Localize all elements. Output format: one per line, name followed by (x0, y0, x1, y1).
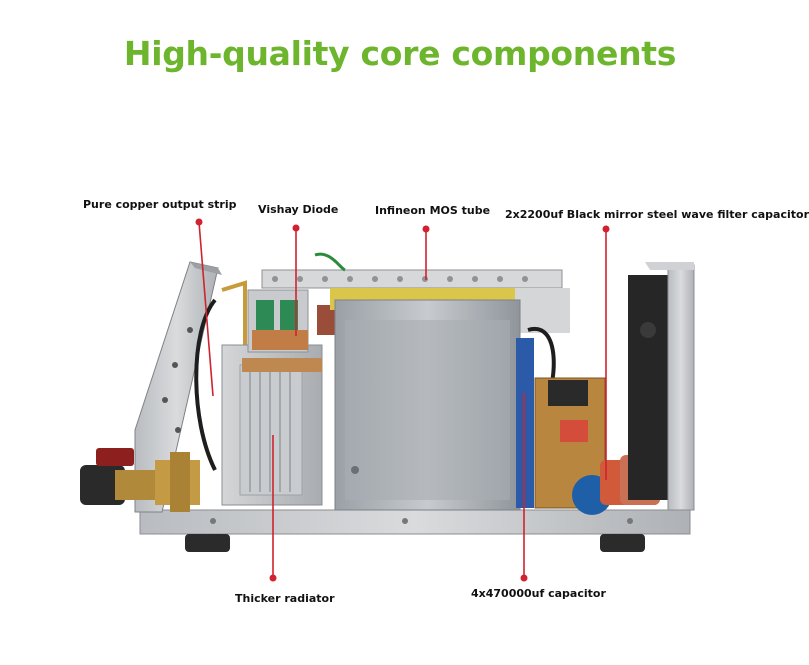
page-title: High-quality core components (123, 34, 677, 73)
label-radiator: Thicker radiator (235, 592, 335, 605)
label-capacitor-470000: 4x470000uf capacitor (471, 587, 606, 600)
rear-panel (645, 262, 695, 511)
callout-dot-radiator (269, 574, 277, 582)
transformer (334, 299, 521, 511)
callout-line-copper (198, 221, 214, 397)
front-panel (134, 261, 222, 513)
heatsink (221, 344, 323, 506)
callout-dot-mos (422, 225, 430, 233)
chassis-base (139, 509, 691, 552)
label-vishay-diode: Vishay Diode (258, 203, 339, 216)
output-terminals (80, 448, 200, 512)
control-board (534, 377, 612, 515)
label-copper-strip: Pure copper output strip (83, 198, 237, 211)
label-infineon-mos: Infineon MOS tube (375, 204, 491, 217)
label-filter-capacitor: 2x2200uf Black mirror steel wave filter … (505, 208, 809, 221)
callout-dot-copper (195, 218, 203, 226)
cooling-fan (628, 275, 668, 500)
callout-dot-diode (292, 224, 300, 232)
callout-dot-capacitor (520, 574, 528, 582)
callout-dot-filter (602, 225, 610, 233)
